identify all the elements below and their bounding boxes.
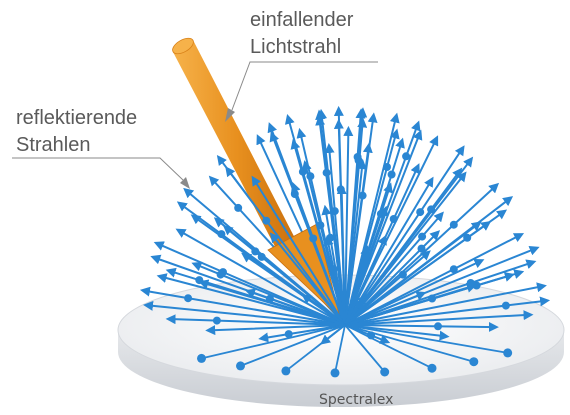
ray-marker-dot — [402, 152, 411, 161]
ray-marker-dot — [417, 244, 426, 253]
reflected-ray — [344, 324, 450, 341]
reflected-ray — [251, 175, 346, 326]
ray-marker-dot — [398, 270, 407, 279]
reflected-ray — [334, 324, 346, 374]
ray-marker-dot — [380, 367, 390, 377]
reflected-ray — [344, 322, 499, 333]
reflected-leader-arrowhead — [180, 177, 190, 189]
reflected-ray — [344, 324, 508, 354]
incident-leader-line — [231, 61, 378, 111]
brand-label: Spectralex — [319, 392, 393, 408]
reflected-ray — [344, 117, 368, 326]
reflected-ray — [201, 324, 346, 360]
reflected-ray — [344, 142, 373, 326]
reflected-ray — [323, 235, 346, 326]
reflected-rays-front — [143, 115, 551, 378]
reflected-ray — [315, 115, 346, 326]
reflected-ray — [344, 296, 551, 326]
reflected-ray — [324, 143, 346, 326]
ray-marker-dot — [216, 270, 225, 279]
ray-marker-dot — [284, 330, 293, 339]
reflected-ray — [225, 166, 346, 326]
ray-marker-dot — [434, 322, 442, 331]
ray-marker-dot — [309, 234, 318, 243]
ray-marker-dot — [416, 208, 425, 217]
ray-marker-dot — [355, 300, 364, 309]
ray-marker-dot — [469, 357, 479, 367]
reflected-ray — [344, 182, 393, 326]
ray-marker-dot — [427, 363, 437, 373]
reflected-ray — [175, 228, 346, 326]
ray-marker-dot — [329, 265, 338, 274]
reflected-ray — [258, 324, 346, 343]
reflected-label-line2: Strahlen — [16, 134, 91, 156]
incident-beam-end — [172, 37, 194, 55]
ray-marker-dot — [184, 294, 193, 303]
ray-marker-dot — [262, 216, 271, 225]
ray-marker-dot — [330, 368, 340, 378]
incident-label-line2: Lichtstrahl — [250, 36, 341, 58]
reflected-ray — [301, 294, 346, 326]
ray-marker-dot — [501, 301, 510, 310]
reflected-ray — [139, 286, 346, 326]
ray-marker-dot — [257, 252, 266, 261]
ray-marker-dot — [376, 209, 385, 218]
disc-side — [118, 330, 564, 407]
ray-marker-dot — [195, 276, 204, 285]
incident-beam-shaft — [173, 40, 300, 258]
ray-marker-dot — [389, 215, 398, 223]
reflected-ray — [344, 129, 423, 326]
reflected-leader-line — [12, 157, 184, 181]
reflected-ray — [240, 324, 346, 367]
reflected-ray — [285, 324, 346, 372]
reflected-ray — [205, 324, 346, 336]
reflected-ray — [344, 324, 386, 373]
reflected-ray — [336, 184, 347, 326]
ray-marker-dot — [418, 232, 427, 241]
reflected-ray — [143, 300, 346, 326]
ray-marker-dot — [383, 163, 391, 171]
ray-marker-dot — [466, 279, 475, 287]
reflected-ray — [344, 234, 387, 326]
reflected-ray — [269, 232, 346, 326]
ray-marker-dot — [503, 348, 513, 358]
reflected-ray — [344, 259, 537, 326]
ray-marker-dot — [330, 207, 339, 216]
ray-marker-dot — [449, 220, 458, 229]
incident-leader-arrowhead — [225, 108, 235, 122]
ray-marker-dot — [281, 366, 291, 376]
reflected-label-line1: reflektierende — [16, 107, 137, 129]
reflected-ray — [344, 324, 433, 370]
reflected-ray — [344, 310, 534, 326]
reflected-ray — [344, 250, 431, 326]
reflected-ray — [344, 209, 508, 326]
ray-marker-dot — [387, 170, 396, 179]
ray-marker-dot — [234, 203, 243, 212]
incident-label-line1: einfallender — [250, 9, 354, 31]
reflected-ray — [291, 181, 346, 326]
reflected-ray — [222, 225, 346, 326]
reflected-ray — [165, 314, 346, 326]
ray-marker-dot — [197, 353, 206, 363]
reflected-ray — [150, 254, 346, 326]
ray-marker-dot — [212, 316, 221, 325]
reflected-ray — [344, 233, 525, 326]
reflected-ray — [344, 282, 547, 326]
reflected-ray — [290, 138, 346, 326]
ray-marker-dot — [449, 265, 458, 274]
ray-marker-dot — [463, 233, 472, 242]
ray-marker-dot — [427, 205, 436, 214]
ray-marker-dot — [236, 361, 245, 371]
reflected-ray — [343, 125, 354, 326]
reflected-ray — [344, 324, 475, 363]
reflected-ray — [344, 272, 515, 326]
reflected-ray — [344, 259, 485, 326]
ray-marker-dot — [217, 230, 226, 239]
